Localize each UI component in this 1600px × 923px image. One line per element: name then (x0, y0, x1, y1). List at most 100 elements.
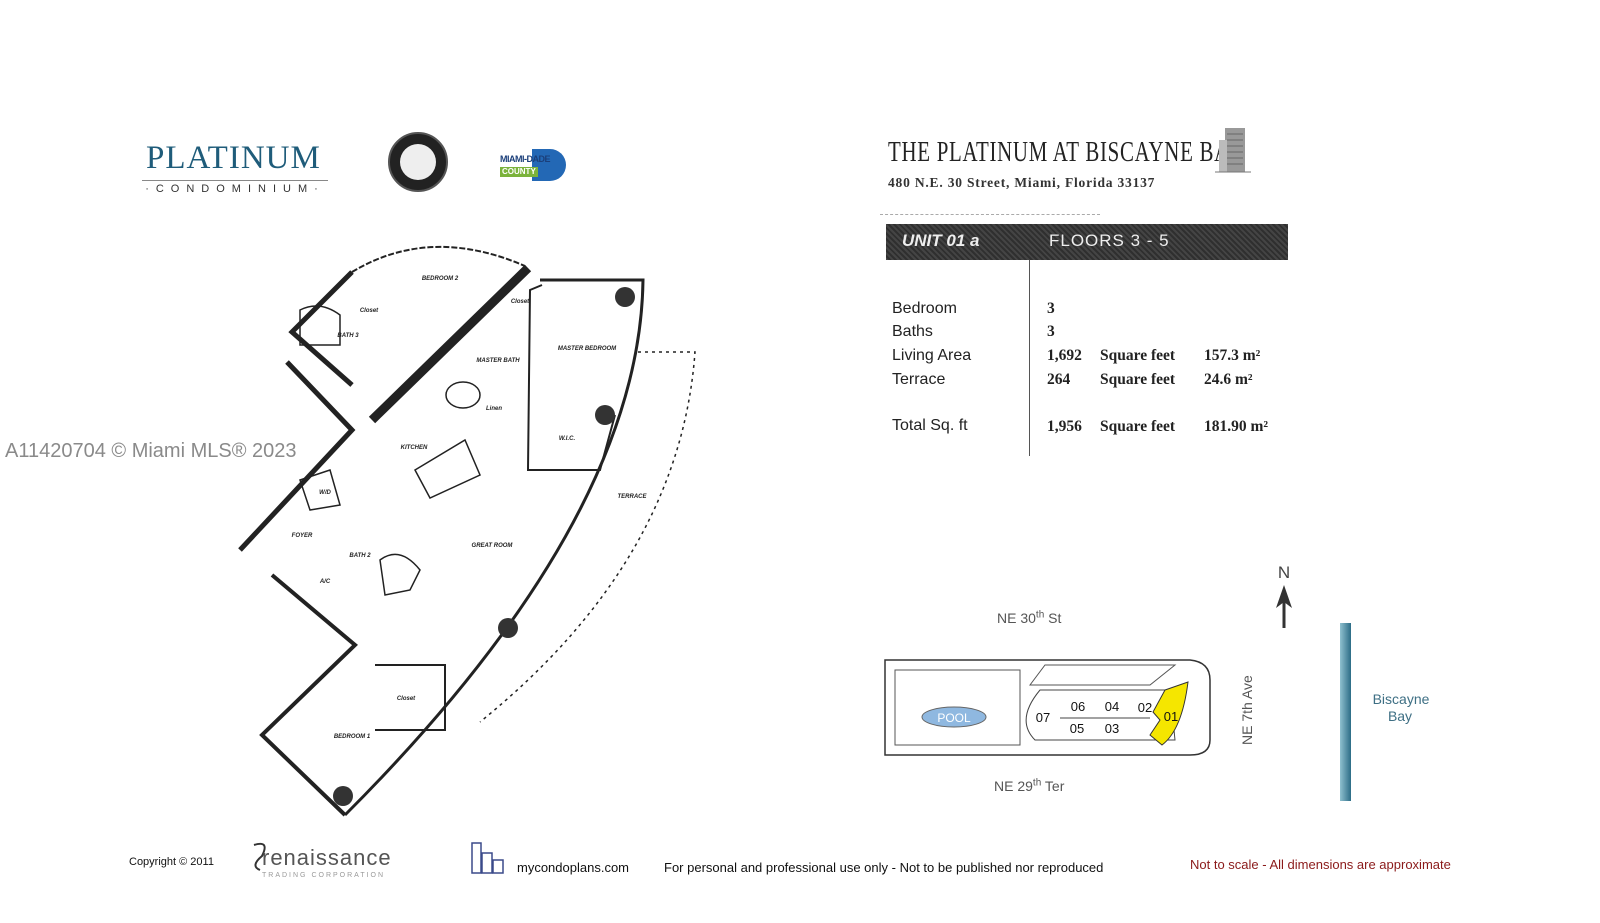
floors-label: FLOORS 3 - 5 (1049, 231, 1170, 250)
room-label: BEDROOM 2 (422, 276, 459, 282)
room-label: GREAT ROOM (472, 543, 514, 549)
room-label: Linen (486, 406, 502, 412)
bay-label-2: Bay (1388, 708, 1412, 724)
spec-value: 1,692 (1047, 347, 1082, 364)
spec-unit: Square feet (1100, 418, 1176, 435)
unit-number: 05 (1070, 721, 1084, 736)
street-ordinal: th (1032, 777, 1042, 789)
street-name: NE 30 (997, 610, 1036, 626)
room-label: TERRACE (617, 494, 647, 500)
street-label-south: NE 29th Ter (994, 778, 1064, 795)
room-label: MASTER BEDROOM (558, 346, 617, 352)
copyright: Copyright © 2011 (129, 856, 214, 868)
unit-number: 01 (1164, 709, 1178, 724)
mycondoplans-link: mycondoplans.com (517, 860, 629, 875)
unit-number: 07 (1036, 710, 1050, 725)
tower-icon (1215, 128, 1251, 173)
wall (238, 360, 356, 552)
site-map: POOL 07 06 04 02 05 03 01 N NE 7th Ave B… (884, 563, 1430, 801)
washer-dryer (299, 469, 341, 511)
spec-divider (1029, 260, 1030, 456)
unit-01-highlight (1149, 681, 1189, 746)
spec-unit: Square feet (1100, 347, 1176, 364)
divider (880, 214, 1100, 215)
platinum-logo-subtitle: ·CONDOMINIUM· (142, 180, 328, 196)
terrace-edge (479, 351, 696, 723)
columns (333, 287, 635, 806)
pool-shape (921, 706, 987, 728)
unit-label: UNIT 01 a (902, 231, 980, 250)
column (333, 786, 353, 806)
unit-number: 02 (1138, 700, 1152, 715)
kitchen-island (414, 438, 481, 499)
column (595, 405, 615, 425)
room-label: Closet (360, 308, 379, 314)
biscayne-bay-shoreline (1340, 623, 1351, 801)
spec-label: Baths (892, 323, 933, 340)
north-arrow-icon (1276, 585, 1292, 628)
unit-number: 06 (1071, 699, 1085, 714)
spec-metric: 181.90 m² (1204, 418, 1269, 435)
spec-unit: Square feet (1100, 371, 1176, 388)
miami-dade-logo: MIAMI-DADE COUNTY (500, 149, 566, 181)
street-ordinal: th (1035, 609, 1045, 621)
column (498, 618, 518, 638)
avenue-label: NE 7th Ave (1239, 675, 1255, 745)
room-label: BATH 2 (349, 553, 371, 559)
renaissance-logo-icon (253, 842, 266, 871)
scale-notice: Not to scale - All dimensions are approx… (1190, 857, 1451, 872)
street-label-north: NE 30th St (997, 610, 1061, 627)
renaissance-logo-text: renaissance (262, 845, 392, 870)
usage-notice: For personal and professional use only -… (664, 860, 1104, 875)
pool-label: POOL (937, 711, 971, 725)
bathtub-icon (299, 305, 341, 346)
room-label: Closet (511, 299, 530, 305)
building-address: 480 N.E. 30 Street, Miami, Florida 33137 (888, 175, 1156, 190)
bathtub-icon (445, 381, 481, 409)
mls-watermark: A11420704 © Miami MLS® 2023 (5, 440, 297, 462)
bathtub-icon (379, 553, 421, 596)
room-label: MASTER BATH (476, 358, 520, 364)
spec-value: 3 (1047, 300, 1055, 317)
room-label: W.I.C. (559, 436, 576, 442)
pool-deck (894, 669, 1021, 746)
room-label: BEDROOM 1 (334, 734, 371, 740)
bay-label: Biscayne (1373, 691, 1430, 707)
unit-banner: UNIT 01 a FLOORS 3 - 5 (886, 224, 1288, 260)
spec-label: Bedroom (892, 300, 957, 317)
wall (259, 573, 358, 817)
wall (288, 270, 354, 387)
miami-dade-county-text: COUNTY (500, 167, 538, 177)
spec-label: Living Area (892, 347, 972, 364)
spec-label: Total Sq. ft (892, 417, 968, 434)
bedroom1-closet-wall (375, 664, 446, 731)
unit-number: 03 (1105, 721, 1119, 736)
street-name: NE 29 (994, 778, 1033, 794)
room-label: KITCHEN (401, 445, 428, 451)
street-suffix: Ter (1041, 778, 1065, 794)
spec-value: 3 (1047, 323, 1055, 340)
room-label: A/C (319, 579, 331, 585)
tower-footprint (1025, 689, 1176, 741)
spec-value: 1,956 (1047, 418, 1082, 435)
column (615, 287, 635, 307)
north-label: N (1278, 563, 1290, 582)
room-label: W/D (319, 490, 331, 496)
room-label: FOYER (292, 533, 313, 539)
platinum-logo: PLATINUM (146, 140, 321, 176)
room-label: Closet (397, 696, 416, 702)
parking-ramp (1029, 664, 1177, 686)
spec-label: Terrace (892, 371, 946, 388)
street-suffix: St (1044, 610, 1062, 626)
miami-dade-text: MIAMI-DADE (500, 154, 551, 164)
building-title: THE PLATINUM AT BISCAYNE BAY (888, 136, 1244, 168)
spec-value: 264 (1047, 371, 1071, 388)
room-label: BATH 3 (337, 333, 359, 339)
mycondoplans-logo-icon (471, 842, 504, 874)
spec-metric: 24.6 m² (1204, 371, 1253, 388)
master-wall (526, 284, 616, 471)
city-of-miami-seal-icon (388, 132, 448, 192)
site-outline (884, 659, 1211, 756)
wall (368, 264, 532, 424)
